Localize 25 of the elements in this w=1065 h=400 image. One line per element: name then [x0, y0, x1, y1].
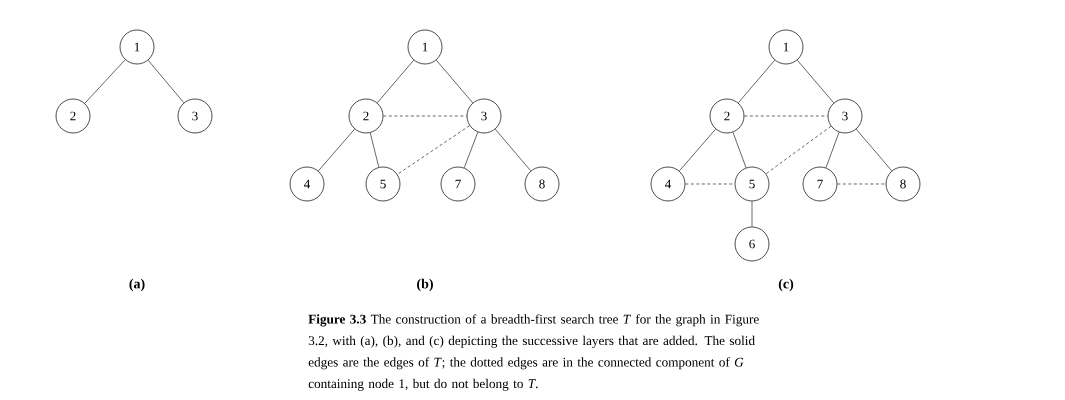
caption: Figure 3.3 The construction of a breadth-first search tree T for the graph in Figure 3.2, with (a), (b), and (c) depicting the successive layers that are added. The solid edges are the edges of T; the dotted edges are in the connected component of G containing node 1, but do not belong to T.: [308, 314, 759, 391]
panel-label: (c): [778, 278, 794, 292]
dashed-line: [744, 115, 828, 117]
line: [318, 128, 355, 172]
dashed-line: [685, 183, 735, 185]
line: [797, 59, 835, 104]
line: [84, 59, 126, 104]
line: [738, 59, 776, 104]
line: [435, 59, 474, 104]
panel-label: (a): [129, 278, 145, 292]
line: [376, 59, 415, 104]
dashed-line: [383, 115, 467, 117]
dashed-line: [765, 125, 832, 175]
line: [855, 128, 893, 172]
line: [679, 128, 716, 172]
line: [732, 132, 747, 168]
line: [494, 128, 532, 172]
line: [369, 132, 380, 168]
line: [147, 60, 185, 103]
dashed-line: [837, 183, 886, 185]
line: [825, 132, 840, 168]
line: [463, 131, 479, 169]
line: [751, 201, 753, 227]
panel-label: (b): [417, 278, 433, 292]
dashed-line: [397, 125, 470, 175]
